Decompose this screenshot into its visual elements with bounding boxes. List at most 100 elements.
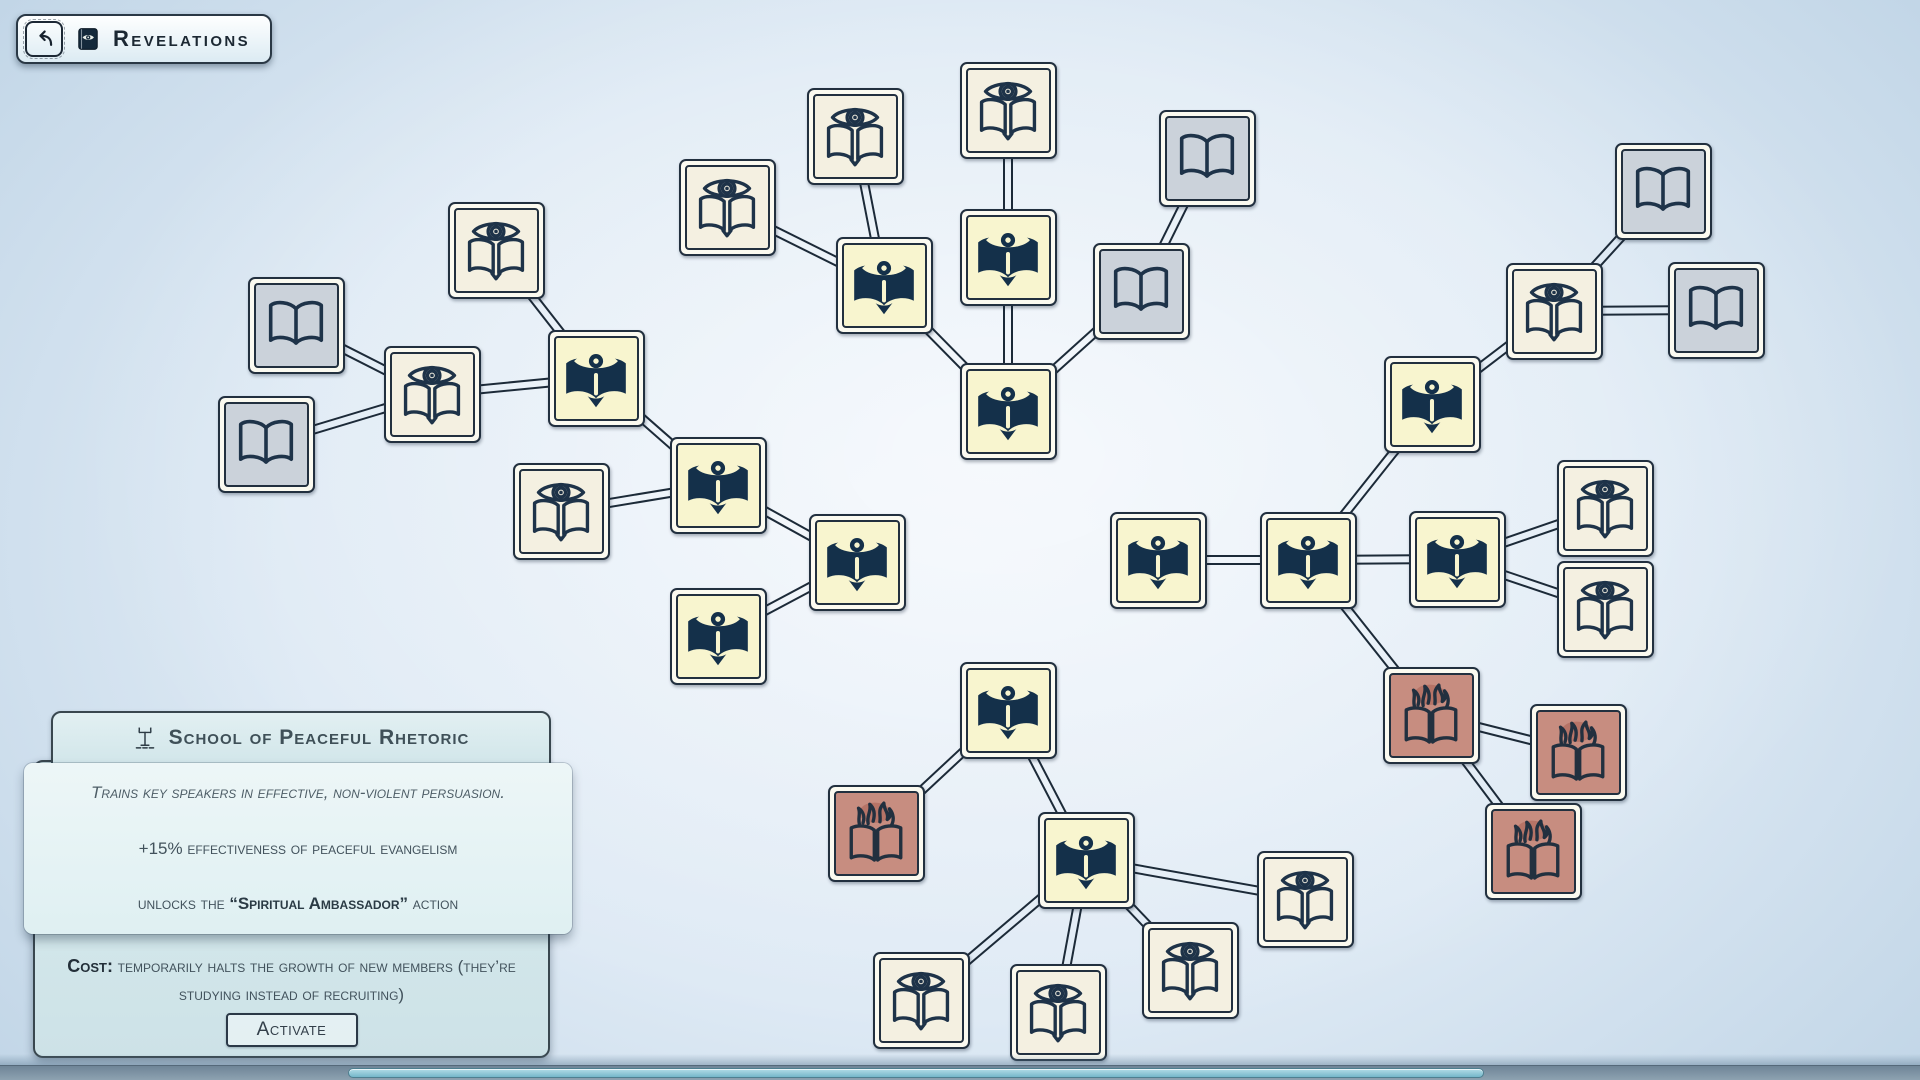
skill-node-tile bbox=[1673, 267, 1759, 353]
skill-node-n29-burning[interactable] bbox=[1484, 802, 1582, 900]
skill-node-tile bbox=[814, 519, 900, 605]
skill-node-tile bbox=[1043, 817, 1129, 903]
book-eye-outline-icon bbox=[1022, 976, 1094, 1048]
skill-node-n3-locked[interactable] bbox=[217, 395, 315, 493]
skill-node-tile bbox=[833, 790, 919, 876]
skill-node-n20-locked[interactable] bbox=[1667, 261, 1765, 359]
book-eye-filled-icon bbox=[560, 342, 632, 414]
book-plain-icon bbox=[1680, 274, 1752, 346]
skill-node-n27-burning[interactable] bbox=[1382, 666, 1480, 764]
book-burning-icon bbox=[1542, 716, 1614, 788]
book-eye-outline-icon bbox=[819, 100, 891, 172]
skill-node-n5-active[interactable] bbox=[547, 329, 645, 427]
skill-node-n9-active[interactable] bbox=[808, 513, 906, 611]
skill-node-tile bbox=[1490, 808, 1576, 894]
skill-node-n28-burning[interactable] bbox=[1529, 703, 1627, 801]
book-eye-outline-icon bbox=[1569, 573, 1641, 645]
screen-header: Revelations bbox=[16, 14, 273, 64]
skill-node-tile bbox=[675, 593, 761, 679]
skill-node-n31-burning[interactable] bbox=[827, 784, 925, 882]
skill-node-tile bbox=[1098, 248, 1184, 334]
skill-node-tile bbox=[1388, 672, 1474, 758]
book-burning-icon bbox=[1497, 815, 1569, 887]
skill-node-n35-learnable[interactable] bbox=[1009, 963, 1107, 1061]
skill-node-n25-learnable[interactable] bbox=[1556, 459, 1654, 557]
activate-button[interactable]: Activate bbox=[225, 1013, 358, 1047]
skill-node-n33-learnable[interactable] bbox=[1256, 850, 1354, 948]
skill-node-n19-learnable[interactable] bbox=[1505, 262, 1603, 360]
book-eye-filled-icon bbox=[821, 526, 893, 598]
skill-node-tile bbox=[965, 67, 1051, 153]
skill-node-tile bbox=[553, 335, 639, 421]
unlock-prefix: unlocks the bbox=[137, 894, 230, 913]
skill-node-n7-active[interactable] bbox=[669, 436, 767, 534]
skill-node-tile bbox=[1535, 709, 1621, 795]
skill-node-tile bbox=[878, 957, 964, 1043]
book-burning-icon bbox=[840, 797, 912, 869]
effect-bonus-line: +15% effectiveness of peaceful evangelis… bbox=[138, 838, 458, 858]
book-eye-outline-icon bbox=[885, 964, 957, 1036]
skill-node-n30-active[interactable] bbox=[959, 661, 1057, 759]
book-eye-filled-icon bbox=[1050, 824, 1122, 896]
skill-node-n21-active[interactable] bbox=[1383, 355, 1481, 453]
skill-node-n14-active[interactable] bbox=[959, 208, 1057, 306]
skill-node-tile bbox=[389, 351, 475, 437]
book-eye-outline-icon bbox=[1269, 863, 1341, 935]
book-eye-outline-icon bbox=[525, 475, 597, 547]
skill-node-tile bbox=[675, 442, 761, 528]
skill-node-n1-learnable[interactable] bbox=[447, 201, 545, 299]
skill-node-n4-learnable[interactable] bbox=[383, 345, 481, 443]
cost-description: temporarily halts the growth of new memb… bbox=[112, 957, 516, 1004]
skill-node-n13-learnable[interactable] bbox=[959, 61, 1057, 159]
book-eye-outline-icon bbox=[1569, 472, 1641, 544]
skill-node-tile bbox=[812, 93, 898, 179]
skill-node-n6-learnable[interactable] bbox=[512, 462, 610, 560]
book-eye-filled-icon bbox=[972, 221, 1044, 293]
skill-node-n8-active[interactable] bbox=[669, 587, 767, 685]
skill-node-n26-learnable[interactable] bbox=[1556, 560, 1654, 658]
skill-node-tile bbox=[1265, 517, 1351, 603]
book-eye-outline-icon bbox=[1154, 934, 1226, 1006]
back-arrow-icon bbox=[39, 30, 53, 46]
tooltip-effects-panel: Trains key speakers in effective, non-vi… bbox=[24, 763, 572, 934]
skill-node-tile bbox=[965, 667, 1051, 753]
skill-node-tile bbox=[1562, 465, 1648, 551]
skill-node-n16-locked[interactable] bbox=[1158, 109, 1256, 207]
skill-node-n15-active[interactable] bbox=[959, 362, 1057, 460]
book-plain-icon bbox=[1627, 155, 1699, 227]
book-plain-icon bbox=[230, 408, 302, 480]
book-plain-icon bbox=[260, 289, 332, 361]
skill-node-n22-active[interactable] bbox=[1109, 511, 1207, 609]
skill-node-tile bbox=[684, 164, 770, 250]
unlock-suffix: action bbox=[408, 894, 459, 913]
book-eye-outline-icon bbox=[1518, 275, 1590, 347]
skill-node-n34-learnable[interactable] bbox=[872, 951, 970, 1049]
skill-node-tile bbox=[965, 368, 1051, 454]
back-button[interactable] bbox=[23, 19, 65, 59]
skill-node-n17-locked[interactable] bbox=[1092, 242, 1190, 340]
skill-link-n22-n23 bbox=[1158, 555, 1308, 565]
skill-node-n36-learnable[interactable] bbox=[1141, 921, 1239, 1019]
skill-node-tile bbox=[223, 401, 309, 487]
skill-node-n23-active[interactable] bbox=[1259, 511, 1357, 609]
skill-node-tile bbox=[1262, 856, 1348, 942]
skill-node-tile bbox=[1620, 148, 1706, 234]
skill-node-n12-active[interactable] bbox=[835, 236, 933, 334]
skill-node-n2-locked[interactable] bbox=[247, 276, 345, 374]
horizontal-scrollbar-handle[interactable] bbox=[347, 1068, 1485, 1078]
book-eye-filled-icon bbox=[1122, 524, 1194, 596]
skill-node-n32-active[interactable] bbox=[1037, 811, 1135, 909]
skill-node-tile bbox=[453, 207, 539, 293]
skill-node-tile bbox=[841, 242, 927, 328]
skill-node-n11-learnable[interactable] bbox=[678, 158, 776, 256]
horizontal-scrollbar-track[interactable] bbox=[0, 1065, 1920, 1080]
book-eye-filled-icon bbox=[682, 600, 754, 672]
skill-node-n10-learnable[interactable] bbox=[806, 87, 904, 185]
skill-node-tile bbox=[1414, 516, 1500, 602]
skill-node-n18-locked[interactable] bbox=[1614, 142, 1712, 240]
skill-node-n24-active[interactable] bbox=[1408, 510, 1506, 608]
skill-node-tile bbox=[1164, 115, 1250, 201]
book-plain-icon bbox=[1105, 255, 1177, 327]
tooltip-title: School of Peaceful Rhetoric bbox=[168, 726, 470, 749]
